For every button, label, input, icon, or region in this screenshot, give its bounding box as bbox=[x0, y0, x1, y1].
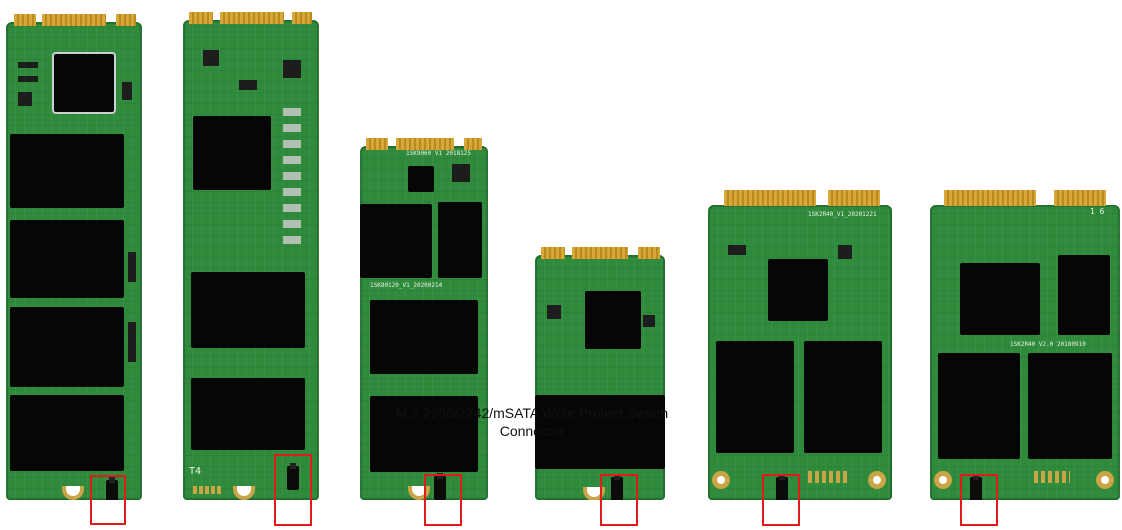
caption-line-1: M.2 2280/2242/mSATA Write Protect Switch bbox=[395, 405, 669, 421]
write-protect-highlight bbox=[90, 475, 126, 525]
write-protect-switch bbox=[106, 477, 118, 500]
write-protect-switch bbox=[970, 474, 982, 500]
m2-2280-ssd-board bbox=[6, 22, 142, 500]
controller-chip bbox=[54, 54, 114, 112]
msata-ssd-board-2: 1 6 1SK2R40 V2.0 20180910 bbox=[930, 205, 1120, 500]
nand-chip bbox=[10, 307, 124, 387]
write-protect-highlight bbox=[424, 474, 462, 526]
controller-chip bbox=[585, 291, 641, 349]
m2-2230-ssd-board bbox=[535, 255, 665, 500]
nand-chip bbox=[191, 378, 305, 450]
board-silkscreen: 1 6 bbox=[1090, 207, 1105, 216]
nand-chip bbox=[10, 134, 124, 208]
controller-chip bbox=[408, 166, 434, 192]
nand-chip bbox=[10, 220, 124, 298]
write-protect-highlight bbox=[960, 474, 998, 526]
nand-chip bbox=[370, 396, 478, 472]
controller-chip bbox=[768, 259, 828, 321]
write-protect-highlight bbox=[762, 474, 800, 526]
m2-2242-ssd-board: 1SK9060 V1 2018125 1SK80120_V1_20200214 bbox=[360, 146, 488, 500]
figure-caption: M.2 2280/2242/mSATA Write Protect Switch… bbox=[352, 404, 712, 440]
write-protect-highlight bbox=[600, 474, 638, 526]
board-silkscreen: 1SK2R40_V1_20201221 bbox=[808, 211, 877, 218]
board-silkscreen: T4 bbox=[189, 466, 202, 477]
write-protect-switch bbox=[611, 474, 623, 500]
board-silkscreen: 1SK2R40 V2.0 20180910 bbox=[1010, 341, 1086, 348]
nand-chip bbox=[191, 272, 305, 348]
nand-chip bbox=[10, 395, 124, 471]
nand-chip bbox=[1028, 353, 1112, 459]
nand-chip bbox=[438, 202, 482, 278]
write-protect-highlight bbox=[274, 454, 312, 526]
nand-chip bbox=[716, 341, 794, 453]
msata-ssd-board: 1SK2R40_V1_20201221 bbox=[708, 205, 892, 500]
nand-chip bbox=[535, 395, 665, 469]
controller-chip bbox=[960, 263, 1040, 335]
caption-line-2: Connector bbox=[499, 423, 565, 439]
m2-2280-ssd-board-2: T4 bbox=[183, 20, 319, 500]
nand-chip bbox=[804, 341, 882, 453]
board-silkscreen: 1SK9060 V1 2018125 bbox=[406, 150, 472, 157]
controller-chip bbox=[193, 116, 271, 190]
write-protect-switch bbox=[287, 463, 299, 490]
board-silkscreen: 1SK80120_V1_20200214 bbox=[370, 282, 443, 289]
nand-chip bbox=[938, 353, 1020, 459]
dram-chip bbox=[1058, 255, 1110, 335]
nand-chip bbox=[360, 204, 432, 278]
write-protect-switch bbox=[776, 474, 788, 500]
nand-chip bbox=[370, 300, 478, 374]
write-protect-switch bbox=[434, 473, 446, 500]
